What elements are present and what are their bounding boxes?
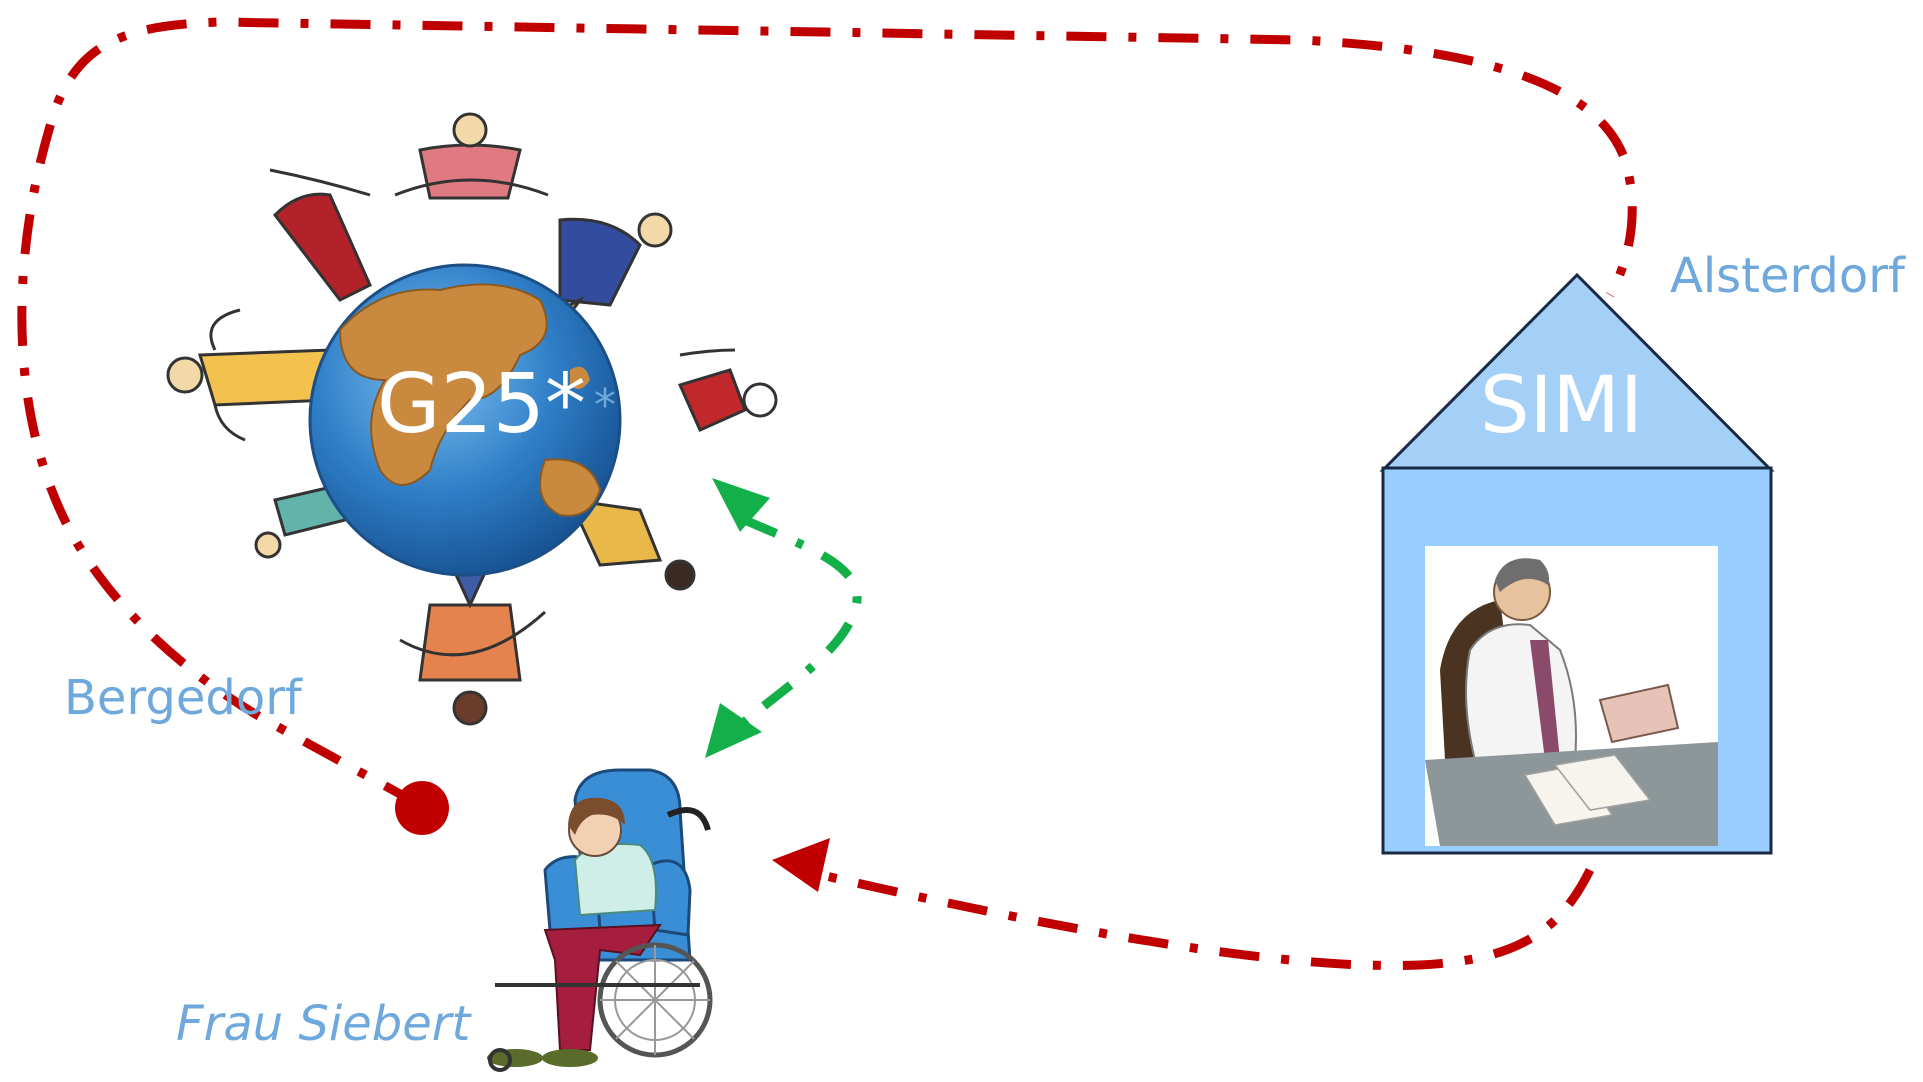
facility-place-label: Alsterdorf [1670, 248, 1906, 304]
globe-with-people-icon [166, 112, 778, 726]
start-dot-icon [395, 781, 449, 835]
doctor-at-desk-icon [1425, 558, 1718, 846]
group-place-label: Bergedorf [64, 670, 303, 726]
green-arrowhead-up-icon [712, 478, 770, 532]
facility-house [1379, 272, 1775, 855]
green-arrowhead-down-icon [705, 703, 762, 758]
wheelchair-person-icon [487, 768, 713, 1072]
group-label: G25* [377, 357, 586, 452]
facility-label: SIMI [1480, 361, 1643, 451]
red-arrowhead-icon [772, 838, 830, 892]
person-label: Frau Siebert [176, 996, 473, 1052]
referral-path-red [17, 17, 1637, 971]
group-suffix: * [594, 380, 616, 431]
exchange-path-green [732, 515, 862, 734]
